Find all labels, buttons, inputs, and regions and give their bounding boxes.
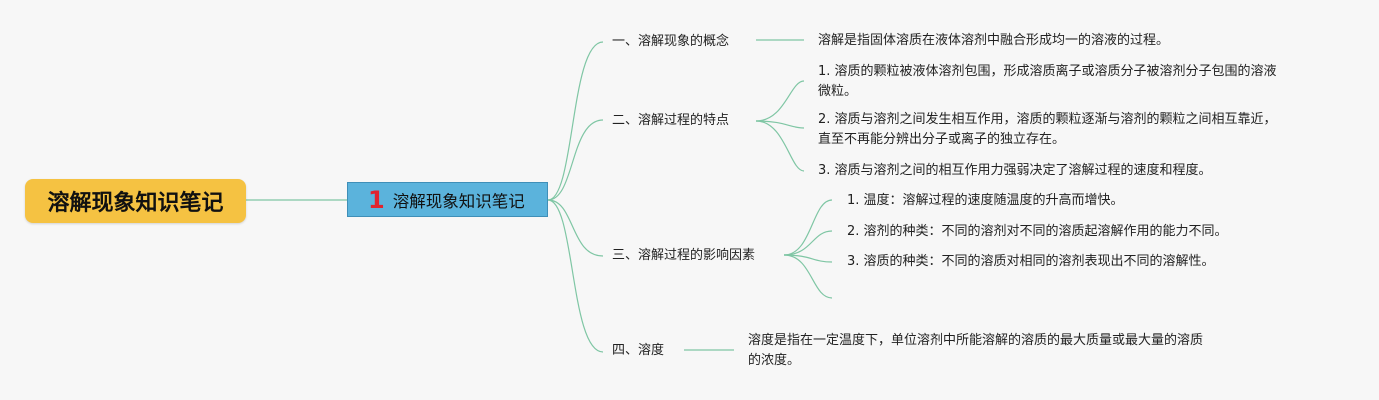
leaf-concept-definition[interactable]: 溶解是指固体溶质在液体溶剂中融合形成均一的溶液的过程。 (818, 31, 1169, 51)
branch-label: 二、溶解过程的特点 (612, 113, 730, 128)
leaf-factor-solvent[interactable]: 2. 溶剂的种类：不同的溶剂对不同的溶质起溶解作用的能力不同。 (847, 222, 1228, 242)
leaf-solubility-definition[interactable]: 溶度是指在一定温度下，单位溶剂中所能溶解的溶质的最大质量或最大量的溶质 的浓度。 (748, 331, 1203, 371)
leaf-factor-solute[interactable]: 3. 溶质的种类：不同的溶质对相同的溶剂表现出不同的溶解性。 (847, 252, 1215, 272)
leaf-characteristic-1[interactable]: 1. 溶质的颗粒被液体溶剂包围，形成溶质离子或溶质分子被溶剂分子包围的溶液 微粒… (818, 62, 1277, 102)
branch-label: 一、溶解现象的概念 (612, 34, 730, 49)
connector-branch-1 (547, 41, 604, 201)
leaf-text: 溶解是指固体溶质在液体溶剂中融合形成均一的溶液的过程。 (818, 33, 1170, 48)
root-node-label: 溶解现象知识笔记 (47, 191, 224, 216)
branch-factors[interactable]: 三、溶解过程的影响因素 (612, 246, 755, 266)
leaf-text-line-2: 直至不再能分辨出分子或离子的独立存在。 (818, 132, 1066, 147)
leaf-text: 3. 溶质与溶剂之间的相互作用力强弱决定了溶解过程的速度和程度。 (818, 163, 1212, 178)
leaf-text: 3. 溶质的种类：不同的溶质对相同的溶剂表现出不同的溶解性。 (847, 254, 1215, 269)
connector-leaf-2-1 (755, 80, 805, 122)
leaf-text-line-1: 溶度是指在一定温度下，单位溶剂中所能溶解的溶质的最大质量或最大量的溶质 (748, 333, 1204, 348)
branch-characteristics[interactable]: 二、溶解过程的特点 (612, 111, 729, 131)
branch-label: 三、溶解过程的影响因素 (612, 248, 756, 263)
leaf-text: 1. 温度：溶解过程的速度随温度的升高而增快。 (847, 193, 1124, 208)
root-node[interactable]: 溶解现象知识笔记 (25, 179, 246, 223)
connector-branch-2 (547, 119, 604, 201)
leaf-text-line-1: 2. 溶质与溶剂之间发生相互作用，溶质的颗粒逐渐与溶剂的颗粒之间相互靠近， (818, 112, 1277, 127)
connector-leaf-2-2 (755, 120, 805, 129)
center-node-number: 1 (368, 185, 385, 214)
leaf-characteristic-2[interactable]: 2. 溶质与溶剂之间发生相互作用，溶质的颗粒逐渐与溶剂的颗粒之间相互靠近， 直至… (818, 110, 1277, 150)
center-node[interactable]: 1 溶解现象知识笔记 (347, 182, 548, 217)
branch-label: 四、溶度 (612, 343, 665, 358)
connector-leaf-2-3 (755, 120, 805, 172)
leaf-text: 2. 溶剂的种类：不同的溶剂对不同的溶质起溶解作用的能力不同。 (847, 224, 1228, 239)
leaf-characteristic-3[interactable]: 3. 溶质与溶剂之间的相互作用力强弱决定了溶解过程的速度和程度。 (818, 161, 1212, 181)
branch-concept[interactable]: 一、溶解现象的概念 (612, 32, 729, 52)
leaf-factor-temperature[interactable]: 1. 温度：溶解过程的速度随温度的升高而增快。 (847, 191, 1124, 211)
connector-branch-4 (547, 199, 604, 353)
center-node-label: 溶解现象知识笔记 (392, 191, 525, 211)
branch-solubility[interactable]: 四、溶度 (612, 341, 664, 361)
leaf-text-line-2: 的浓度。 (748, 353, 801, 368)
connector-leaf-3-2 (783, 230, 833, 256)
leaf-text-line-1: 1. 溶质的颗粒被液体溶剂包围，形成溶质离子或溶质分子被溶剂分子包围的溶液 (818, 64, 1277, 79)
leaf-text-line-2: 微粒。 (818, 84, 858, 99)
connector-leaf-3-4 (783, 254, 833, 299)
connector-leaf-3-1 (783, 199, 833, 256)
connector-branch-3 (547, 199, 604, 257)
